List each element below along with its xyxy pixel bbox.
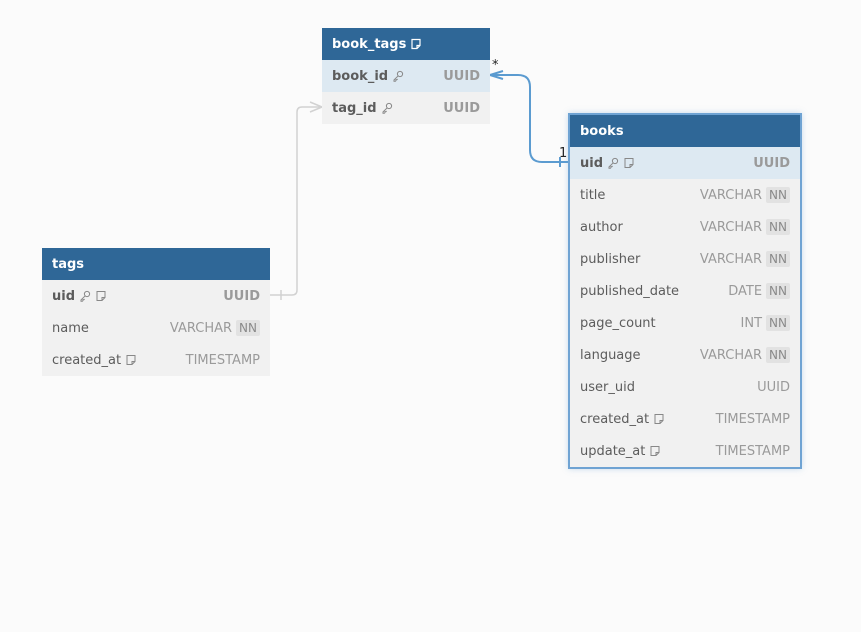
not-null-badge: NN — [766, 283, 790, 299]
cardinality-one-label: 1 — [559, 146, 568, 161]
column-type: UUID — [753, 155, 790, 171]
column-name: tag_id — [332, 100, 377, 116]
column-row-page-count[interactable]: page_count INT NN — [570, 307, 800, 339]
note-icon — [125, 354, 137, 366]
column-row-language[interactable]: language VARCHAR NN — [570, 339, 800, 371]
column-type: VARCHAR — [699, 219, 763, 235]
column-row-tag-id[interactable]: tag_id UUID — [322, 92, 490, 124]
column-name: uid — [580, 155, 604, 171]
not-null-badge: NN — [766, 347, 790, 363]
cardinality-many-label: * — [492, 58, 499, 73]
column-row-publisher[interactable]: publisher VARCHAR NN — [570, 243, 800, 275]
key-icon — [79, 290, 91, 302]
column-type: VARCHAR — [699, 347, 763, 363]
column-row-uid[interactable]: uid UUID — [42, 280, 270, 312]
column-type: UUID — [443, 68, 480, 84]
column-type: TIMESTAMP — [715, 411, 790, 427]
column-name: publisher — [580, 251, 641, 267]
column-row-author[interactable]: author VARCHAR NN — [570, 211, 800, 243]
column-type: DATE — [728, 283, 763, 299]
key-icon — [392, 70, 404, 82]
column-type: VARCHAR — [699, 187, 763, 203]
column-name: name — [52, 320, 89, 336]
column-name: created_at — [52, 352, 122, 368]
column-name: author — [580, 219, 623, 235]
column-row-name[interactable]: name VARCHAR NN — [42, 312, 270, 344]
column-row-uid[interactable]: uid UUID — [570, 147, 800, 179]
column-name: published_date — [580, 283, 680, 299]
column-type: VARCHAR — [699, 251, 763, 267]
relation-line-book-tags-tags[interactable] — [270, 106, 322, 296]
relation-line-book-tags-books[interactable] — [490, 74, 569, 163]
key-icon — [381, 102, 393, 114]
note-icon — [649, 445, 661, 457]
column-name: book_id — [332, 68, 389, 84]
column-type: TIMESTAMP — [715, 443, 790, 459]
not-null-badge: NN — [766, 315, 790, 331]
note-icon — [653, 413, 665, 425]
key-icon — [607, 157, 619, 169]
column-row-title[interactable]: title VARCHAR NN — [570, 179, 800, 211]
column-name: user_uid — [580, 379, 635, 395]
column-name: created_at — [580, 411, 650, 427]
column-type: VARCHAR — [169, 320, 233, 336]
column-type: UUID — [443, 100, 480, 116]
note-icon — [623, 157, 635, 169]
table-header[interactable]: tags — [42, 248, 270, 280]
column-row-created-at[interactable]: created_at TIMESTAMP — [42, 344, 270, 376]
column-name: language — [580, 347, 641, 363]
table-books[interactable]: books uid UUID title VARCHAR NN author V… — [568, 113, 802, 469]
column-name: page_count — [580, 315, 656, 331]
table-tags[interactable]: tags uid UUID name VARCHAR NN created_at — [42, 248, 270, 376]
column-row-created-at[interactable]: created_at TIMESTAMP — [570, 403, 800, 435]
column-row-published-date[interactable]: published_date DATE NN — [570, 275, 800, 307]
column-type: INT — [740, 315, 763, 331]
column-type: UUID — [223, 288, 260, 304]
column-name: title — [580, 187, 606, 203]
column-type: TIMESTAMP — [185, 352, 260, 368]
column-type: UUID — [757, 379, 790, 395]
table-book-tags[interactable]: book_tags book_id UUID tag_id UUID — [322, 28, 490, 124]
not-null-badge: NN — [766, 187, 790, 203]
note-icon — [410, 38, 422, 50]
many-crowfoot-icon — [309, 101, 323, 113]
column-name: update_at — [580, 443, 646, 459]
table-title: tags — [52, 256, 85, 272]
column-row-update-at[interactable]: update_at TIMESTAMP — [570, 435, 800, 467]
table-title: book_tags — [332, 36, 407, 52]
not-null-badge: NN — [766, 251, 790, 267]
not-null-badge: NN — [236, 320, 260, 336]
not-null-badge: NN — [766, 219, 790, 235]
column-row-book-id[interactable]: book_id UUID — [322, 60, 490, 92]
note-icon — [95, 290, 107, 302]
column-row-user-uid[interactable]: user_uid UUID — [570, 371, 800, 403]
column-name: uid — [52, 288, 76, 304]
table-title: books — [580, 123, 624, 139]
table-header[interactable]: books — [570, 115, 800, 147]
table-header[interactable]: book_tags — [322, 28, 490, 60]
